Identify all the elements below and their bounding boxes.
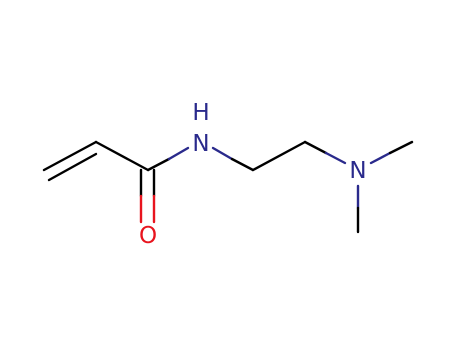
amine-nitrogen-label: N [349,158,366,184]
amide-hydrogen-label: H [192,100,209,126]
amide-bond-black [146,157,171,172]
ch2-amine-bond-black [303,140,328,155]
vinyl-double-bond-inner [47,152,98,182]
ch2-amine-bond-blue [324,151,347,165]
ethylene-bond [251,140,307,172]
n-ch2-bond-black [230,157,255,172]
n-methyl-upper-bond-blue [369,151,392,165]
amide-nitrogen-label: N [192,131,209,157]
amide-bond-blue [167,146,190,161]
n-methyl-upper-bond-black [388,140,414,155]
carbonyl-oxygen-label: O [139,223,157,249]
vinyl-carbonyl-bond [94,140,150,172]
n-ch2-bond-blue [211,146,234,161]
vinyl-double-bond-outer [42,140,98,172]
